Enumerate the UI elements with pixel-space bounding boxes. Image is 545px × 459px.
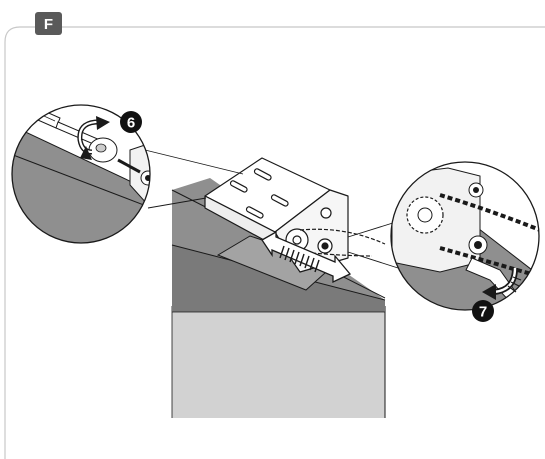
mounting-bracket [204,157,386,273]
panel-frame [4,26,545,459]
svg-text:7: 7 [479,304,487,321]
right-detail-magnifier: 7 [390,161,540,322]
step-badge-6: 6 [120,111,142,133]
callout-lines [144,149,399,269]
left-detail-magnifier: 6 [11,104,151,244]
svg-text:6: 6 [127,115,135,132]
panel-label: F [44,16,53,33]
movement-double-arrow [261,230,352,284]
panel-label-badge: F [35,12,62,35]
rotate-clockwise-arrow-icon [482,267,522,300]
step-badge-7: 7 [472,300,494,322]
